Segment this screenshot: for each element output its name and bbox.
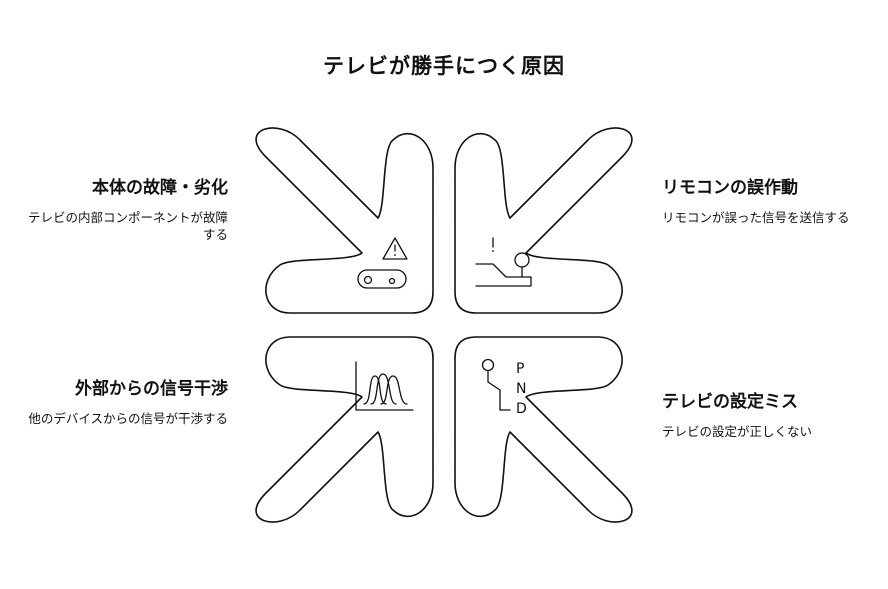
gear-p-label: P <box>516 361 524 377</box>
cause-description: テレビの設定が正しくない <box>662 424 813 439</box>
cause-heading: 本体の故障・劣化 <box>92 178 228 198</box>
joystick-icon <box>475 237 532 287</box>
gear-d-label: D <box>516 401 527 417</box>
arrow-top-left <box>255 127 434 314</box>
arrow-top-right <box>454 127 633 314</box>
cause-heading: テレビの設定ミス <box>662 392 798 412</box>
arrow-bottom-right <box>454 336 633 523</box>
cause-description: リモコンが誤った信号を送信する <box>662 210 850 225</box>
cause-hardware-failure: 本体の故障・劣化 テレビの内部コンポーネントが故障する <box>28 177 228 243</box>
cause-settings-error: テレビの設定ミス テレビの設定が正しくない <box>662 391 862 440</box>
cause-heading: 外部からの信号干渉 <box>75 379 228 399</box>
cause-description: 他のデバイスからの信号が干渉する <box>28 411 228 426</box>
cause-signal-interference: 外部からの信号干渉 他のデバイスからの信号が干渉する <box>28 378 228 427</box>
signal-waves-icon <box>355 361 414 411</box>
warning-conveyor-icon <box>357 237 408 289</box>
gear-shift-icon: P N D <box>481 358 527 417</box>
page-title: テレビが勝手につく原因 <box>323 54 565 78</box>
arrow-bottom-left <box>255 336 434 523</box>
cause-remote-malfunction: リモコンの誤作動 リモコンが誤った信号を送信する <box>662 177 862 226</box>
gear-n-label: N <box>516 381 526 397</box>
cause-description: テレビの内部コンポーネントが故障する <box>28 210 229 242</box>
cause-heading: リモコンの誤作動 <box>662 178 798 198</box>
